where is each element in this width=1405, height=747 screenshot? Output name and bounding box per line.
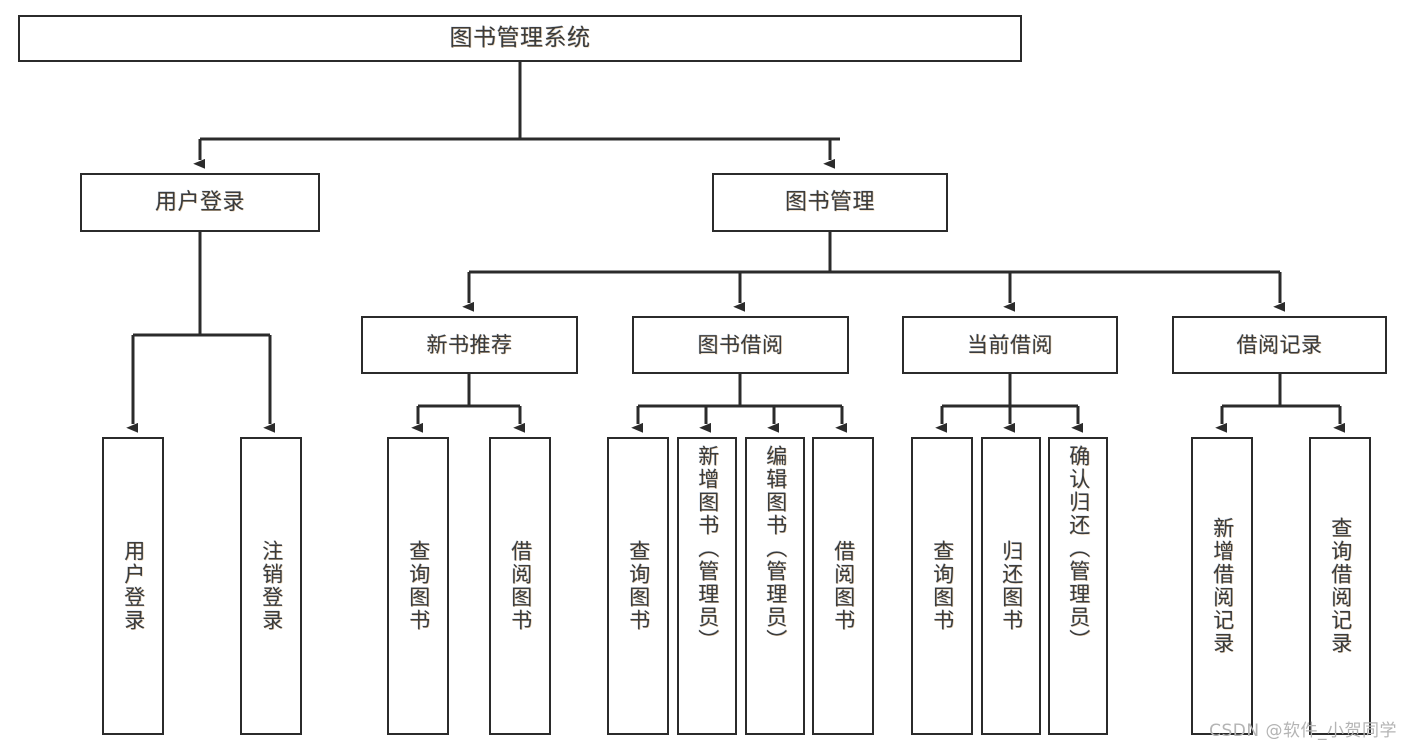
leaf-query-book-recommend[interactable]: 查询图书 (387, 437, 449, 735)
leaf-borrow-book-label: 借阅图书 (831, 540, 856, 632)
node-current-borrow[interactable]: 当前借阅 (902, 316, 1118, 374)
leaf-confirm-return-admin[interactable]: 确认归还（管理员） (1048, 437, 1108, 735)
leaf-query-book-recommend-label: 查询图书 (406, 540, 431, 632)
node-new-book-recommend[interactable]: 新书推荐 (361, 316, 578, 374)
leaf-query-book-borrow-label: 查询图书 (626, 540, 651, 632)
leaf-borrow-book-recommend[interactable]: 借阅图书 (489, 437, 551, 735)
leaf-borrow-book-recommend-label: 借阅图书 (508, 540, 533, 632)
node-borrow-record[interactable]: 借阅记录 (1172, 316, 1387, 374)
leaf-user-login[interactable]: 用户登录 (102, 437, 164, 735)
leaf-query-book-current-label: 查询图书 (930, 540, 955, 632)
leaf-logout-label: 注销登录 (259, 540, 284, 632)
node-user-login-label: 用户登录 (154, 189, 245, 215)
leaf-logout[interactable]: 注销登录 (240, 437, 302, 735)
node-borrow-record-label: 借阅记录 (1236, 332, 1323, 357)
leaf-query-book-borrow[interactable]: 查询图书 (607, 437, 669, 735)
node-current-borrow-label: 当前借阅 (967, 332, 1053, 357)
leaf-query-borrow-record[interactable]: 查询借阅记录 (1309, 437, 1371, 735)
node-user-login[interactable]: 用户登录 (80, 173, 320, 232)
leaf-user-login-label: 用户登录 (121, 540, 146, 632)
node-new-book-recommend-label: 新书推荐 (426, 332, 513, 357)
leaf-edit-book-admin[interactable]: 编辑图书（管理员） (745, 437, 805, 735)
node-book-management-label: 图书管理 (784, 189, 875, 215)
node-root-system-label: 图书管理系统 (449, 25, 591, 52)
leaf-query-book-current[interactable]: 查询图书 (911, 437, 973, 735)
leaf-confirm-return-admin-label: 确认归还（管理员） (1066, 445, 1091, 652)
node-book-management[interactable]: 图书管理 (712, 173, 948, 232)
node-book-borrow[interactable]: 图书借阅 (632, 316, 849, 374)
leaf-edit-book-admin-label: 编辑图书（管理员） (763, 445, 788, 652)
leaf-return-book[interactable]: 归还图书 (981, 437, 1041, 735)
csdn-watermark: CSDN @软件_小贺同学 (1209, 721, 1397, 741)
leaf-query-borrow-record-label: 查询借阅记录 (1328, 517, 1353, 655)
leaf-return-book-label: 归还图书 (999, 540, 1024, 632)
node-book-borrow-label: 图书借阅 (697, 332, 784, 357)
leaf-add-book-admin[interactable]: 新增图书（管理员） (677, 437, 737, 735)
node-root-system[interactable]: 图书管理系统 (18, 15, 1022, 62)
leaf-add-borrow-record-label: 新增借阅记录 (1210, 517, 1235, 655)
leaf-borrow-book[interactable]: 借阅图书 (812, 437, 874, 735)
leaf-add-book-admin-label: 新增图书（管理员） (695, 445, 720, 652)
leaf-add-borrow-record[interactable]: 新增借阅记录 (1191, 437, 1253, 735)
